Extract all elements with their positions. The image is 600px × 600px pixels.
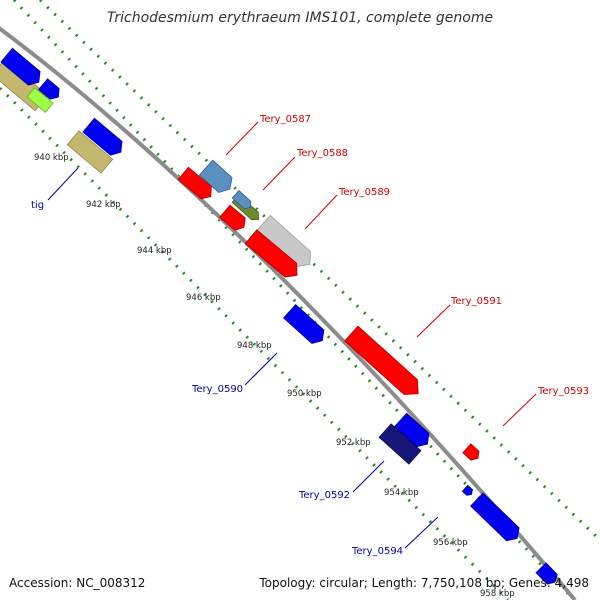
- tick-label: 958 kbp: [480, 589, 515, 599]
- gene-red-left-1[interactable]: [177, 166, 216, 202]
- tick-label: 956 kbp: [433, 538, 468, 548]
- gene-tig[interactable]: [66, 130, 114, 174]
- gene-tery-0594[interactable]: [470, 492, 524, 545]
- leader-tig: [47, 167, 79, 201]
- gene-tery-0592[interactable]: [378, 423, 422, 465]
- gene-labels: Tery_0587 Tery_0588 Tery_0589 Tery_0591 …: [31, 114, 589, 557]
- label-leaders: [47, 121, 537, 549]
- gene-red-left-2[interactable]: [219, 204, 249, 233]
- leader-tery-0589: [304, 194, 338, 230]
- map-title: Trichodesmium erythraeum IMS101, complet…: [107, 10, 493, 26]
- tick-label: 950 kbp: [287, 389, 322, 399]
- label-tery-0592[interactable]: Tery_0592: [298, 490, 350, 501]
- leader-tery-0594: [404, 516, 439, 549]
- tick-label: 954 kbp: [384, 488, 419, 498]
- gene-tery-0587[interactable]: [198, 159, 236, 196]
- topology-summary: Topology: circular; Length: 7,750,108 bp…: [258, 576, 589, 590]
- tick-label: 940 kbp: [34, 153, 69, 163]
- label-tery-0593[interactable]: Tery_0593: [537, 386, 589, 397]
- outer-dotted-track: [38, 0, 600, 542]
- leader-tery-0590: [244, 352, 278, 386]
- label-tery-0588[interactable]: Tery_0588: [296, 148, 348, 159]
- label-tery-0590[interactable]: Tery_0590: [191, 384, 243, 395]
- leader-tery-0593: [502, 393, 537, 427]
- gene-tery-0590[interactable]: [283, 304, 329, 348]
- gene-blue-tig-right[interactable]: [82, 117, 127, 159]
- label-tery-0591[interactable]: Tery_0591: [450, 296, 502, 307]
- tick-label: 946 kbp: [186, 293, 221, 303]
- tick-labels: 940 kbp 942 kbp 944 kbp 946 kbp 948 kbp …: [34, 153, 515, 599]
- gene-tery-0593[interactable]: [462, 443, 482, 463]
- gene-blue-bottom-right[interactable]: [535, 562, 560, 587]
- label-tery-0589[interactable]: Tery_0589: [338, 187, 390, 198]
- accession-text: Accession: NC_008312: [9, 576, 145, 590]
- leader-tery-0588: [262, 156, 296, 191]
- gene-blue-top-left[interactable]: [0, 47, 45, 89]
- label-tig[interactable]: tig: [31, 200, 44, 211]
- forward-strand-genes: [198, 159, 482, 497]
- gene-red-left-3[interactable]: [244, 229, 303, 282]
- gene-tery-0588-blue[interactable]: [231, 190, 254, 212]
- inner-dotted-track: [0, 86, 510, 600]
- tick-label: 944 kbp: [137, 246, 172, 256]
- label-tery-0587[interactable]: Tery_0587: [259, 114, 311, 125]
- gene-blue-small-top-left[interactable]: [38, 78, 63, 103]
- gene-tery-0592-blue[interactable]: [394, 412, 434, 450]
- reverse-strand-genes: [0, 47, 560, 587]
- tick-label: 942 kbp: [86, 200, 121, 210]
- label-tery-0594[interactable]: Tery_0594: [351, 546, 403, 557]
- leader-tery-0587: [225, 121, 259, 156]
- middle-dotted-track: [12, 0, 576, 600]
- gene-lime-top-left[interactable]: [26, 87, 54, 113]
- gene-tery-0591[interactable]: [344, 325, 425, 401]
- gene-tery-0589[interactable]: [256, 214, 316, 271]
- tick-label: 948 kbp: [237, 341, 272, 351]
- tick-label: 952 kbp: [336, 438, 371, 448]
- gene-tery-0593-small[interactable]: [461, 484, 474, 497]
- leader-tery-0591: [416, 304, 451, 338]
- leader-tery-0592: [352, 460, 385, 493]
